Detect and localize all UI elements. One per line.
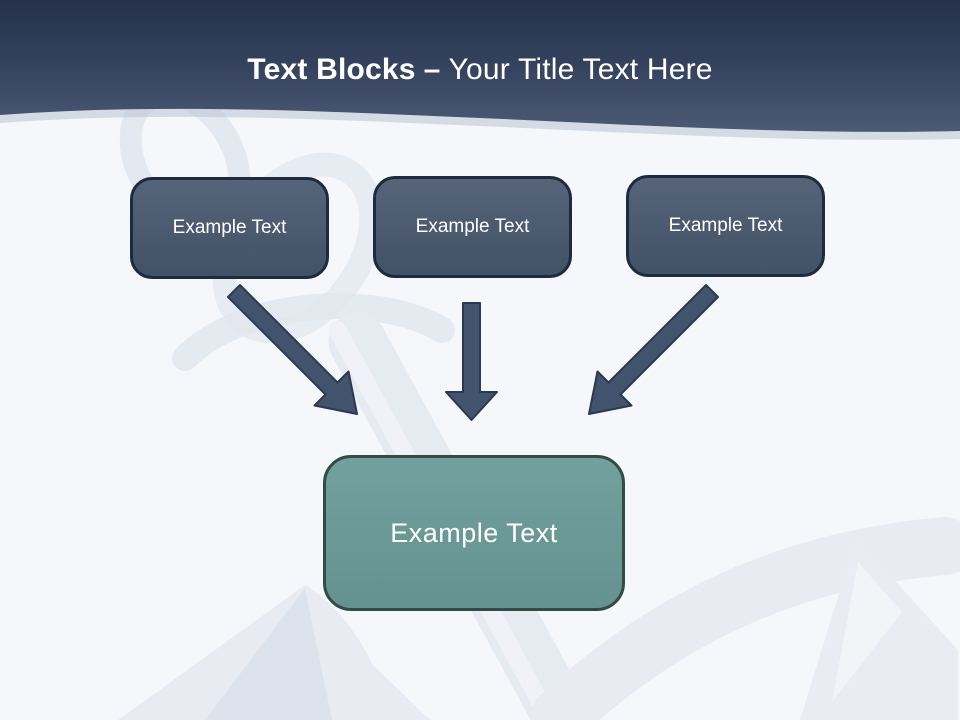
text-block-3: Example Text xyxy=(626,175,825,277)
slide-title: Text Blocks–Your Title Text Here xyxy=(0,53,960,87)
title-emphasis: Text Blocks xyxy=(247,53,416,86)
result-block: Example Text xyxy=(323,455,625,611)
arrow-down-left-icon xyxy=(588,284,719,415)
title-rest: Your Title Text Here xyxy=(448,53,713,86)
text-block-2: Example Text xyxy=(373,176,572,278)
title-separator: – xyxy=(423,53,441,86)
result-block-label: Example Text xyxy=(390,517,558,548)
text-block-2-label: Example Text xyxy=(415,216,530,237)
arrow-down-right-icon xyxy=(227,284,358,415)
arrow-down-icon xyxy=(445,302,498,421)
text-block-3-label: Example Text xyxy=(668,215,783,236)
text-block-1: Example Text xyxy=(130,177,329,279)
text-block-1-label: Example Text xyxy=(172,217,287,238)
